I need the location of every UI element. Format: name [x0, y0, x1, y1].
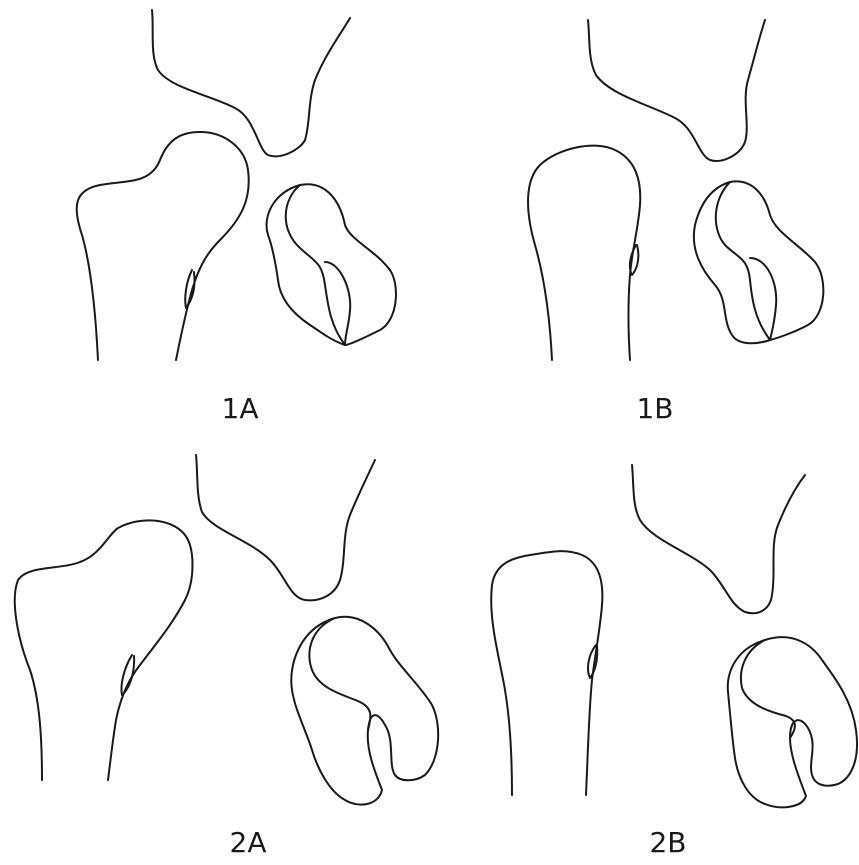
tuberosity-outline	[185, 270, 194, 308]
socket-outline	[588, 20, 765, 161]
fragment-inner-outline	[716, 182, 770, 340]
tuberosity-outline	[121, 655, 134, 695]
fragment-outline	[291, 617, 438, 805]
panel-label-2a: 2A	[208, 826, 288, 859]
panel-2a	[15, 455, 438, 805]
bone-head-outline	[528, 146, 640, 360]
bone-head-outline	[15, 520, 193, 780]
bone-head-outline	[77, 132, 249, 360]
socket-outline	[632, 465, 805, 613]
fragment-outline	[728, 637, 857, 807]
socket-outline	[196, 455, 375, 600]
tuberosity-outline	[630, 245, 638, 275]
fragment-inner-outline	[309, 618, 370, 730]
bone-head-outline	[491, 551, 602, 795]
panel-label-2b: 2B	[628, 826, 708, 859]
panel-label-1a: 1A	[200, 392, 280, 425]
panel-2b	[491, 465, 857, 807]
panel-label-1b: 1B	[615, 392, 695, 425]
panel-1b	[528, 20, 823, 360]
fragment-inner-outline	[741, 640, 795, 738]
panel-1a	[77, 10, 396, 360]
fragment-inner-outline	[286, 185, 345, 345]
